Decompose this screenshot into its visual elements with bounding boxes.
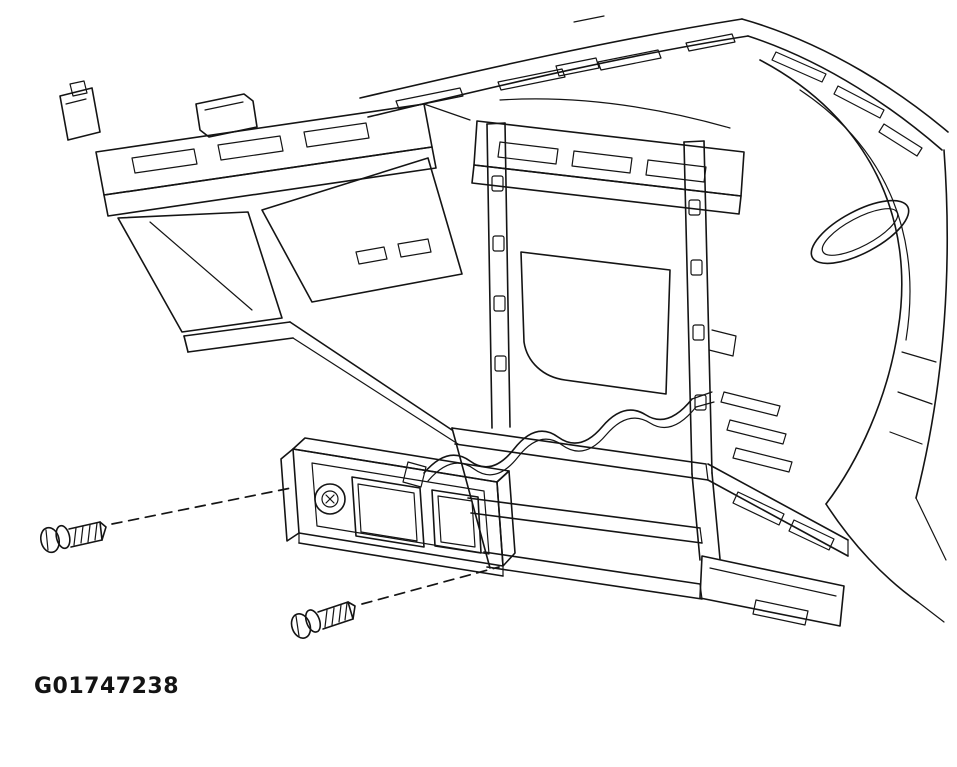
center-blank-panel (520, 251, 671, 395)
left-support-frame (95, 103, 471, 445)
center-stack-rails (486, 122, 737, 561)
wiring-harness (402, 391, 715, 488)
leader-line-lower (361, 566, 500, 605)
leader-line-front (111, 487, 292, 525)
mounting-screw-lower (290, 566, 500, 639)
left-top-brackets (59, 80, 258, 141)
lower-cradle (451, 391, 849, 627)
right-dash-panel (759, 59, 949, 623)
center-top-beam (471, 120, 745, 215)
instrument-panel-cowl (359, 15, 949, 157)
figure-id: G01747238 (34, 674, 179, 699)
switch-panel (280, 437, 516, 577)
mounting-screw-front (39, 487, 292, 554)
